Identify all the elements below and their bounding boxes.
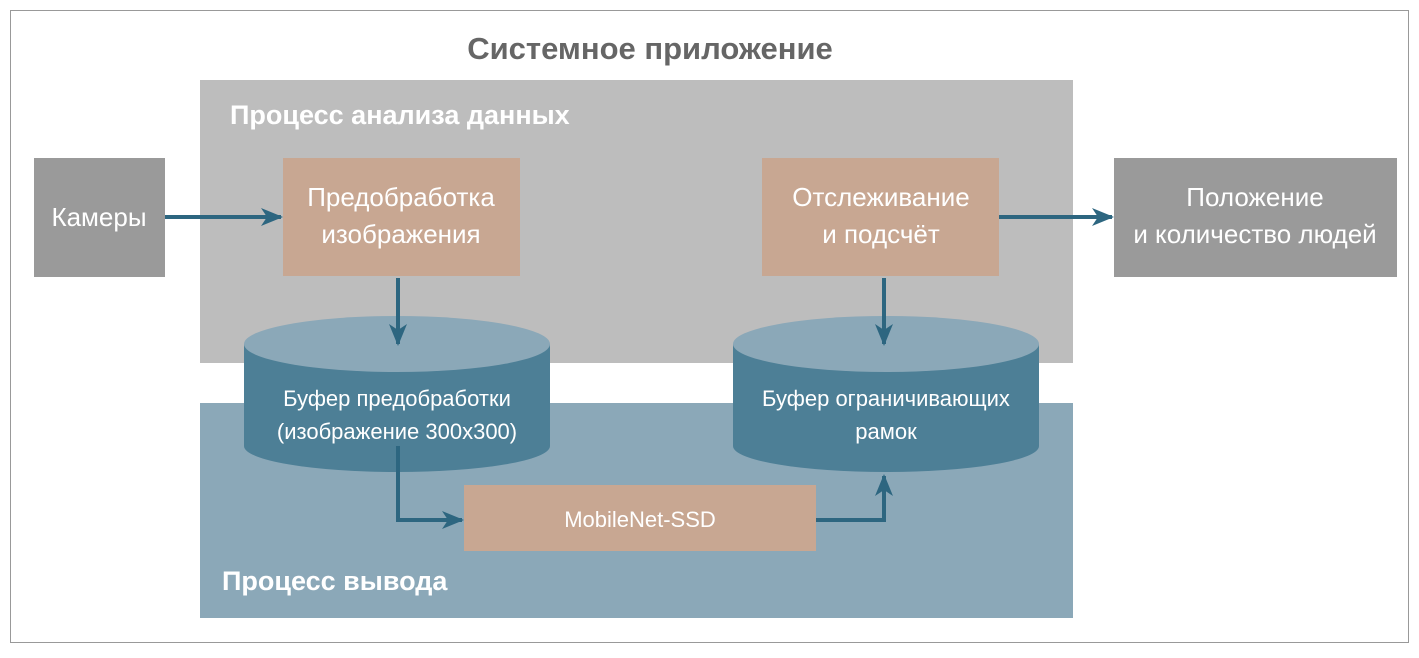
tracking-box [762,158,999,276]
output-label-2: и количество людей [1133,219,1376,249]
arrow-model-to-bbox-buffer [816,474,893,522]
inference-panel-label: Процесс вывода [222,566,448,596]
bbox-buffer-label-2: рамок [855,419,917,444]
preprocess-label-1: Предобработка [307,182,495,212]
bbox-buffer-cylinder [733,316,1039,472]
output-box [1114,158,1397,277]
bbox-buffer-label-1: Буфер ограничивающих [762,386,1010,411]
tracking-label-2: и подсчёт [822,219,940,249]
analysis-panel-label: Процесс анализа данных [230,100,570,130]
preprocess-box [283,158,520,276]
preprocess-buffer-cylinder [244,316,550,472]
cameras-label: Камеры [51,202,146,232]
preprocess-buffer-label-1: Буфер предобработки [283,386,511,411]
arrow-buffer-to-model [396,446,464,529]
output-label-1: Положение [1186,182,1323,212]
model-box [464,485,816,551]
preprocess-buffer-label-2: (изображение 300x300) [277,419,517,444]
diagram-title: Системное приложение [467,31,833,66]
tracking-label-1: Отслеживание [792,182,969,212]
cameras-box [34,158,165,277]
model-label: MobileNet-SSD [564,507,716,532]
preprocess-label-2: изображения [321,219,480,249]
